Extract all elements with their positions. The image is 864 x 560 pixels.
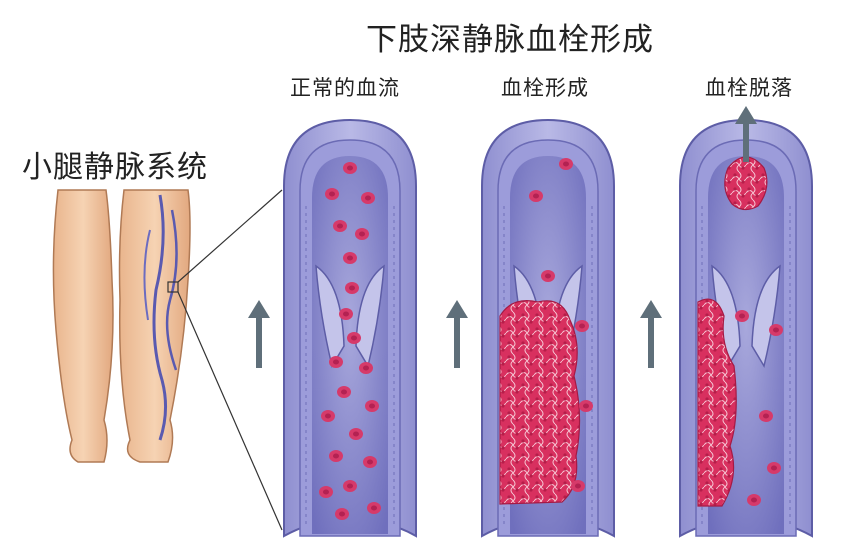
diagram-title: 下肢深静脉血栓形成 (366, 22, 654, 58)
calf-illustration (52, 189, 283, 531)
residual-clot (697, 298, 737, 507)
blood-flow-up-arrow (248, 300, 662, 368)
vein-panel-clot-formation (481, 119, 615, 537)
clot-detach-up-arrow (735, 106, 757, 124)
calf-vein-system-label: 小腿静脉系统 (22, 150, 208, 185)
blood-clot (499, 300, 581, 505)
panel-label-clot-detachment: 血栓脱落 (705, 76, 793, 100)
detached-clot (724, 156, 768, 211)
panel-label-normal-flow: 正常的血流 (290, 76, 400, 100)
panel-label-clot-formation: 血栓形成 (501, 76, 589, 100)
vein-panel-clot-detachment (679, 106, 813, 537)
vein-panel-normal (283, 119, 417, 537)
